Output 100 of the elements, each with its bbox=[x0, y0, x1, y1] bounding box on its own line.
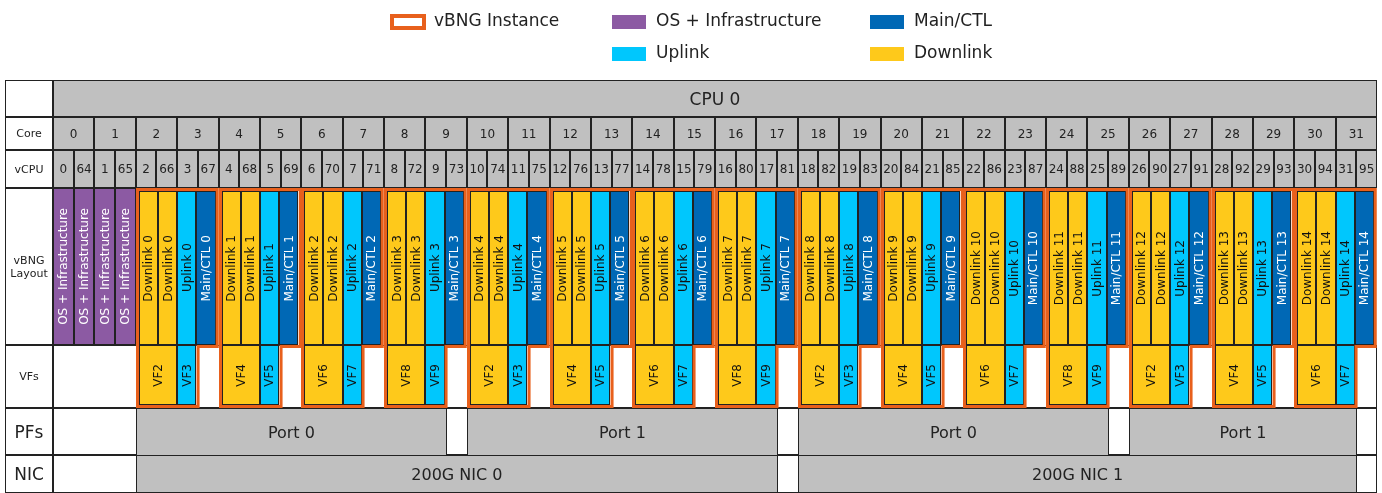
core-number: 8 bbox=[384, 117, 426, 150]
downlink-vcpu-bar: Downlink 7 bbox=[737, 191, 757, 345]
os-vcpu-bar: OS + Infrastructure bbox=[73, 188, 95, 345]
main-ctl-vcpu-bar: Main/CTL 7 bbox=[775, 191, 795, 345]
core-number: 19 bbox=[839, 117, 881, 150]
row-header: vBNG Layout bbox=[5, 188, 53, 345]
instance-outline bbox=[797, 188, 881, 408]
downlink-vf-box: VF6 bbox=[1297, 345, 1336, 405]
legend-label: Main/CTL bbox=[914, 10, 993, 30]
core-number: 22 bbox=[963, 117, 1005, 150]
vcpu-number: 22 bbox=[963, 150, 984, 188]
instance-outline bbox=[301, 188, 384, 408]
downlink-vcpu-bar: Downlink 6 bbox=[635, 191, 655, 345]
uplink-vf-box: VF3 bbox=[177, 345, 197, 405]
downlink-vcpu-bar: Downlink 3 bbox=[406, 191, 426, 345]
main-ctl-vcpu-bar: Main/CTL 6 bbox=[692, 191, 712, 345]
vcpu-number: 65 bbox=[115, 150, 136, 188]
uplink-vcpu-bar: Uplink 13 bbox=[1252, 191, 1273, 345]
downlink-vf-box: VF2 bbox=[138, 345, 178, 405]
nic-bar: 200G NIC 0 bbox=[135, 455, 779, 493]
vcpu-number: 82 bbox=[818, 150, 840, 188]
uplink-vcpu-bar: Uplink 6 bbox=[673, 191, 693, 345]
uplink-vcpu-bar: Uplink 9 bbox=[921, 191, 942, 345]
downlink-vcpu-bar: Downlink 6 bbox=[654, 191, 674, 345]
core-number: 6 bbox=[301, 117, 343, 150]
downlink-vf-box: VF4 bbox=[883, 345, 922, 405]
downlink-vcpu-bar: Downlink 10 bbox=[966, 191, 986, 345]
uplink-vcpu-bar: Uplink 10 bbox=[1004, 191, 1024, 345]
uplink-vcpu-bar: Uplink 14 bbox=[1335, 191, 1355, 345]
uplink-vf-box: VF7 bbox=[1335, 345, 1355, 405]
vcpu-number: 70 bbox=[321, 150, 343, 188]
vcpu-number: 29 bbox=[1252, 150, 1274, 188]
vcpu-number: 64 bbox=[73, 150, 95, 188]
nic-bar: 200G NIC 1 bbox=[797, 455, 1358, 493]
main-ctl-vcpu-bar: Main/CTL 1 bbox=[279, 191, 299, 345]
vcpu-number: 69 bbox=[280, 150, 302, 188]
downlink-vf-box: VF8 bbox=[387, 345, 426, 405]
core-number: 30 bbox=[1294, 117, 1336, 150]
vcpu-number: 76 bbox=[570, 150, 591, 188]
vcpu-number: 75 bbox=[528, 150, 550, 188]
downlink-vcpu-bar: Downlink 4 bbox=[469, 191, 489, 345]
port-bar: Port 1 bbox=[466, 408, 779, 456]
uplink-vf-box: VF5 bbox=[259, 345, 280, 405]
core-number: 31 bbox=[1335, 117, 1377, 150]
legend-label: Uplink bbox=[656, 42, 710, 62]
downlink-vcpu-bar: Downlink 0 bbox=[138, 191, 158, 345]
downlink-vcpu-bar: Downlink 14 bbox=[1297, 191, 1317, 345]
vcpu-number: 6 bbox=[301, 150, 322, 188]
vcpu-number: 89 bbox=[1108, 150, 1129, 188]
downlink-vcpu-bar: Downlink 13 bbox=[1233, 191, 1253, 345]
vcpu-number: 87 bbox=[1025, 150, 1046, 188]
core-number: 21 bbox=[921, 117, 964, 150]
uplink-vf-box: VF9 bbox=[756, 345, 776, 405]
instance-outline bbox=[963, 188, 1046, 408]
downlink-vcpu-bar: Downlink 5 bbox=[552, 191, 572, 345]
vcpu-number: 80 bbox=[735, 150, 757, 188]
vcpu-number: 13 bbox=[590, 150, 612, 188]
main-ctl-vcpu-bar: Main/CTL 14 bbox=[1354, 191, 1374, 345]
downlink-vf-box: VF8 bbox=[1049, 345, 1088, 405]
legend-label: OS + Infrastructure bbox=[656, 10, 822, 30]
main-ctl-vcpu-bar: Main/CTL 3 bbox=[444, 191, 464, 345]
vcpu-number: 9 bbox=[425, 150, 447, 188]
vcpu-number: 78 bbox=[652, 150, 674, 188]
vcpu-number: 91 bbox=[1190, 150, 1212, 188]
core-number: 11 bbox=[508, 117, 550, 150]
core-number: 5 bbox=[259, 117, 302, 150]
downlink-vf-box: VF8 bbox=[718, 345, 757, 405]
instance-outline bbox=[880, 188, 964, 408]
main-ctl-vcpu-bar: Main/CTL 13 bbox=[1272, 191, 1292, 345]
vcpu-number: 17 bbox=[756, 150, 778, 188]
vcpu-number: 3 bbox=[177, 150, 198, 188]
uplink-vf-box: VF5 bbox=[590, 345, 611, 405]
vcpu-number: 86 bbox=[983, 150, 1005, 188]
downlink-vcpu-bar: Downlink 1 bbox=[240, 191, 260, 345]
vcpu-number: 19 bbox=[839, 150, 860, 188]
core-number: 24 bbox=[1046, 117, 1088, 150]
uplink-vcpu-bar: Uplink 7 bbox=[756, 191, 776, 345]
vcpu-number: 68 bbox=[239, 150, 260, 188]
downlink-vcpu-bar: Downlink 0 bbox=[157, 191, 178, 345]
row-header: Core bbox=[5, 117, 53, 150]
vcpu-number: 93 bbox=[1273, 150, 1295, 188]
downlink-vcpu-bar: Downlink 2 bbox=[304, 191, 324, 345]
main-ctl-vcpu-bar: Main/CTL 4 bbox=[527, 191, 547, 345]
downlink-vcpu-bar: Downlink 8 bbox=[800, 191, 820, 345]
vcpu-number: 28 bbox=[1211, 150, 1233, 188]
instance-outline bbox=[1211, 188, 1295, 408]
vcpu-number: 90 bbox=[1149, 150, 1171, 188]
core-number: 16 bbox=[715, 117, 757, 150]
vcpu-number: 8 bbox=[384, 150, 405, 188]
uplink-vf-box: VF7 bbox=[342, 345, 362, 405]
row-header: vCPU bbox=[5, 150, 53, 188]
core-number: 27 bbox=[1170, 117, 1212, 150]
instance-outline bbox=[384, 188, 467, 408]
vcpu-number: 25 bbox=[1087, 150, 1109, 188]
uplink-vf-box: VF3 bbox=[839, 345, 859, 405]
instance-outline bbox=[1128, 188, 1212, 408]
downlink-vcpu-bar: Downlink 1 bbox=[221, 191, 241, 345]
instance-outline bbox=[466, 188, 550, 408]
main-ctl-vcpu-bar: Main/CTL 2 bbox=[361, 191, 381, 345]
core-number: 3 bbox=[177, 117, 219, 150]
